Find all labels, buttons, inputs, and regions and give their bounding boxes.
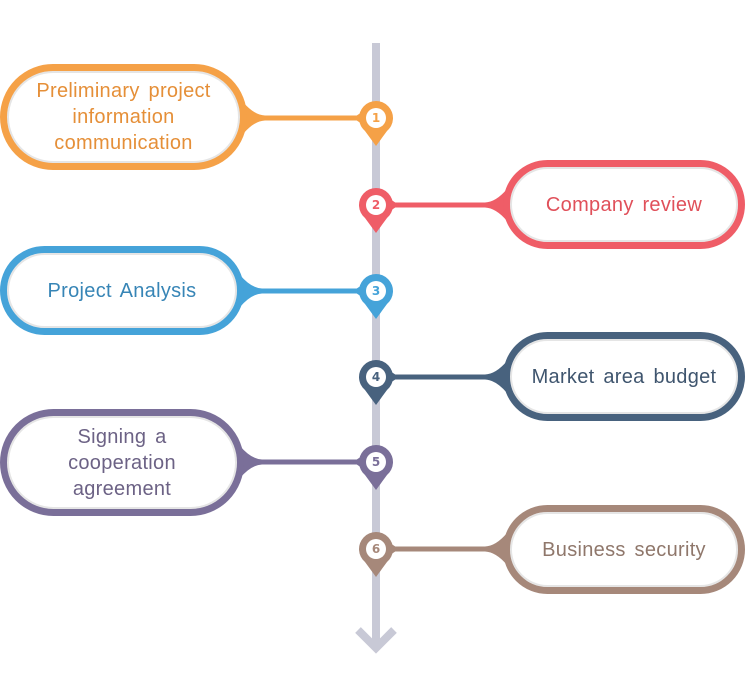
step-label-box: Preliminary project information communicat… xyxy=(0,64,247,170)
step-number: 3 xyxy=(366,281,386,301)
connector-line xyxy=(240,446,364,478)
step-number: 2 xyxy=(366,195,386,215)
pin-nub xyxy=(353,112,362,124)
pin-nub xyxy=(390,371,399,383)
step-label-line: agreement xyxy=(72,477,172,500)
step-label-line: communication xyxy=(54,132,193,154)
step-label-box: Project Analysis xyxy=(0,246,244,335)
pin-nub xyxy=(353,456,362,468)
step-label-line: Signing a xyxy=(77,425,167,448)
arrow-down-icon xyxy=(355,627,397,654)
step-label-text: Market area budget xyxy=(518,364,731,390)
step-number: 6 xyxy=(366,539,386,559)
step-label-line: Market area budget xyxy=(531,365,717,388)
pin-nub xyxy=(353,285,362,297)
connector-line xyxy=(388,533,507,565)
step-label-line: Project Analysis xyxy=(47,279,197,302)
timeline-axis xyxy=(372,43,380,648)
step-label-text: Preliminary project information communicat… xyxy=(22,78,224,156)
connector-line xyxy=(388,361,507,393)
pin-nub xyxy=(390,543,399,555)
step-number: 1 xyxy=(366,108,386,128)
step-label-line: Company review xyxy=(545,193,703,216)
step-label-box: Company review xyxy=(503,160,745,249)
step-label-text: Business security xyxy=(528,537,720,563)
step-label-text: Company review xyxy=(532,192,716,218)
step-label-text: Signing a cooperation agreement xyxy=(54,424,190,502)
step-label-box: Market area budget xyxy=(503,332,745,421)
step-label-line: information xyxy=(72,106,175,128)
connector-line xyxy=(240,275,364,307)
step-label-box: Business security xyxy=(503,505,745,594)
step-label-line: Preliminary project xyxy=(36,80,211,102)
pin-nub xyxy=(390,199,399,211)
step-label-line: cooperation xyxy=(68,451,176,474)
connector-line xyxy=(243,102,364,134)
step-label-box: Signing a cooperation agreement xyxy=(0,409,244,516)
step-label-line: Business security xyxy=(542,538,706,561)
step-label-text: Project Analysis xyxy=(34,278,211,304)
step-number: 4 xyxy=(366,367,386,387)
step-number: 5 xyxy=(366,452,386,472)
connector-line xyxy=(388,189,507,221)
